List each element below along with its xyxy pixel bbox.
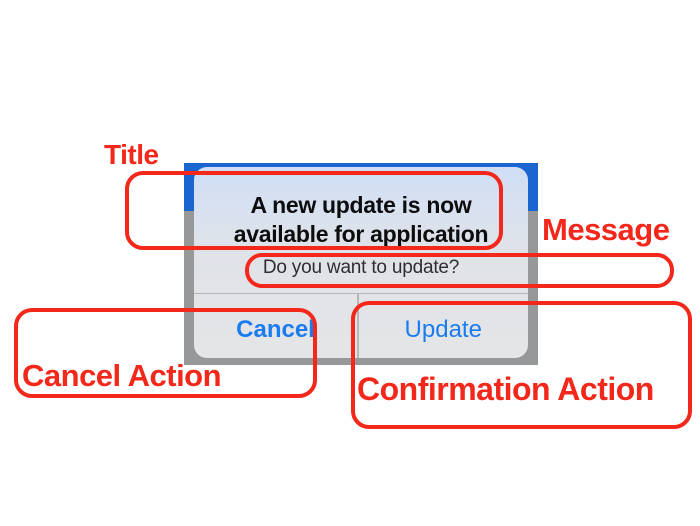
button-divider [357,294,359,358]
update-button[interactable]: Update [359,298,529,358]
cancel-action-annotation-label: Cancel Action [22,358,222,393]
message-annotation-box [245,253,674,288]
confirmation-action-annotation-box [351,301,692,429]
alert-title: A new update is now available for applic… [233,192,489,247]
alert-message: Do you want to update? [262,257,460,278]
cancel-action-annotation-box [14,308,317,398]
message-annotation-label: Message [542,212,670,247]
alert-button-row: Cancel Update [194,293,528,358]
title-annotation-label: Title [104,139,159,170]
title-annotation-box [125,171,503,250]
confirmation-action-annotation-label: Confirmation Action [357,371,654,407]
